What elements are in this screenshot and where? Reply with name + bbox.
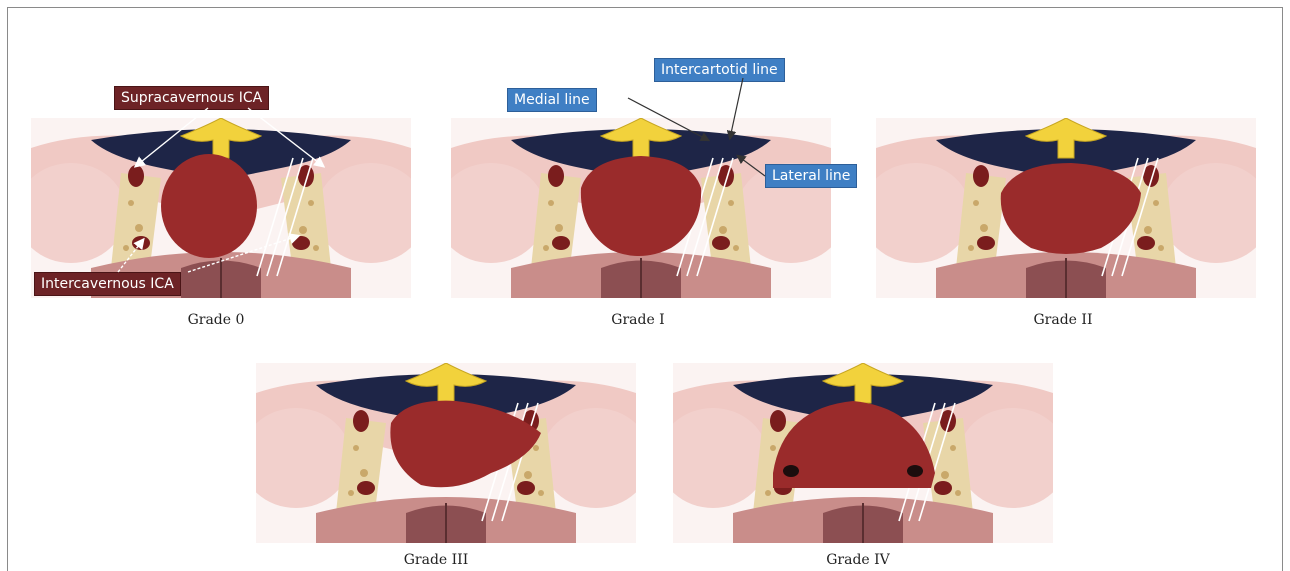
figure-frame: Grade 0 Grade I Grade II Grade III Grade…: [7, 7, 1283, 571]
intercavernous-arrow-right: [188, 236, 298, 272]
intercarotid-line-arrow: [730, 78, 743, 138]
lateral-line-arrow: [738, 156, 765, 176]
pointer-arrows: [8, 8, 1283, 571]
intercavernous-arrow-left: [118, 240, 143, 272]
supracavernous-arrow-right: [248, 108, 323, 166]
medial-line-arrow: [628, 98, 708, 140]
supracavernous-arrow-left: [136, 108, 208, 166]
